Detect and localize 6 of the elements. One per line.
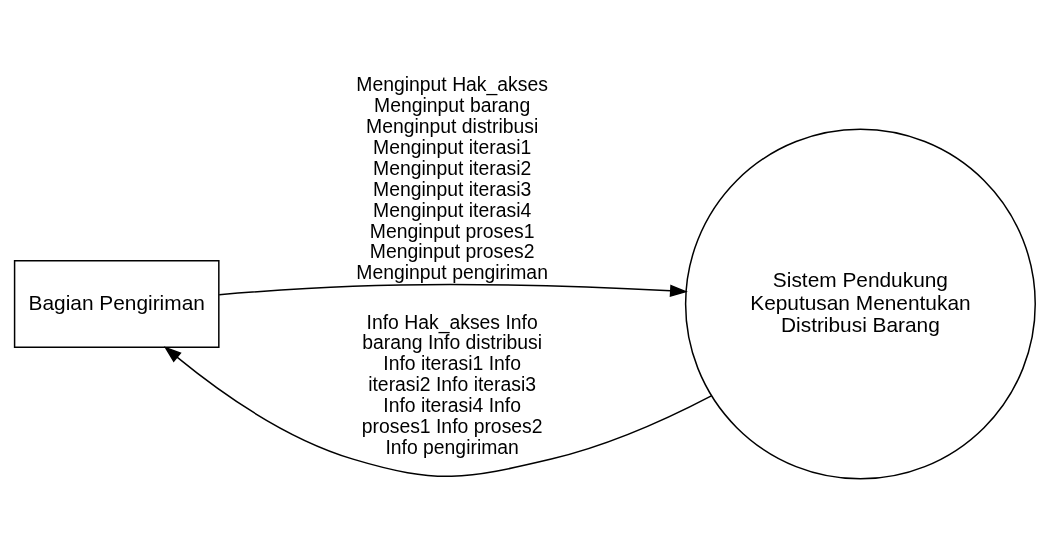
- arrow: [218, 283, 688, 297]
- arrow: [163, 345, 713, 477]
- node-circle: Sistem Pendukung Keputusan Menentukan Distribusi Barang: [684, 128, 1036, 480]
- node-box: Bagian Pengiriman: [13, 259, 220, 348]
- edge-label: Menginput Hak_akses Menginput barang Menginput distribusi Menginput iterasi1 Menginput iterasi2 Menginput iterasi3 Menginput iterasi4 Menginput proses1 Menginput proses2 Menginput pengiriman: [356, 72, 548, 283]
- edge-label: Info Hak_akses Info barang Info distribusi Info iterasi1 Info iterasi2 Info iterasi3 Info iterasi4 Info proses1 Info proses2 Info pengiriman: [361, 310, 543, 458]
